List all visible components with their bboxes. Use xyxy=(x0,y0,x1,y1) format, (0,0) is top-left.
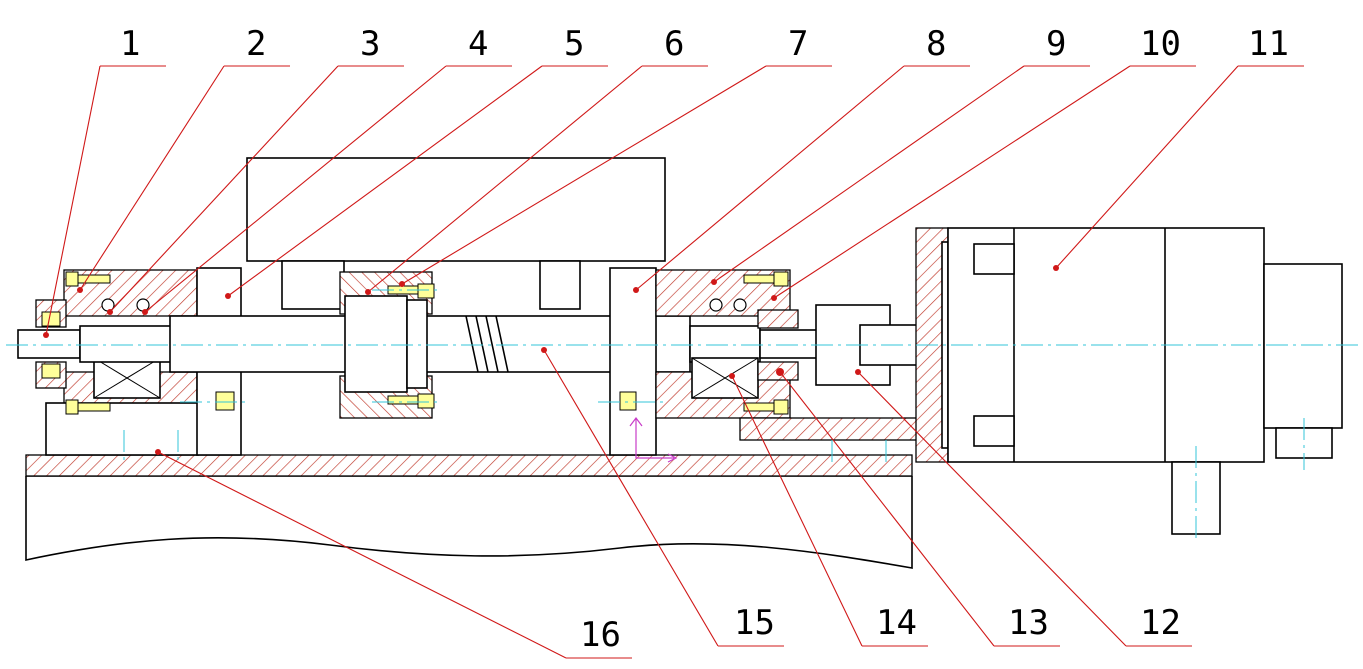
right-upper-screw-shank xyxy=(743,274,775,284)
right-lower-screw xyxy=(773,399,789,415)
part-label-1: 1 xyxy=(120,24,140,64)
part-label-14: 14 xyxy=(876,603,917,643)
part-label-8: 8 xyxy=(926,24,946,64)
left-lower-screw xyxy=(65,399,79,415)
right-seat-screw xyxy=(619,391,637,411)
part-label-7: 7 xyxy=(788,24,808,64)
left-upper-screw xyxy=(65,271,79,287)
part-label-9: 9 xyxy=(1046,24,1066,64)
part-label-2: 2 xyxy=(246,24,266,64)
part-label-6: 6 xyxy=(664,24,684,64)
ball-screw-shaft-15 xyxy=(17,315,821,373)
part-label-5: 5 xyxy=(564,24,584,64)
part-label-11: 11 xyxy=(1248,24,1289,64)
left-lock-nut-lower xyxy=(41,363,61,379)
leader-dots xyxy=(43,265,1059,455)
nut-lower-screw xyxy=(417,393,435,409)
part-label-3: 3 xyxy=(360,24,380,64)
part-label-4: 4 xyxy=(468,24,488,64)
left-seat-screw xyxy=(215,391,235,411)
part-label-15: 15 xyxy=(734,603,775,643)
part-label-13: 13 xyxy=(1008,603,1049,643)
right-bearing-seat xyxy=(609,267,921,456)
worktable xyxy=(246,157,666,310)
left-lock-nut xyxy=(41,311,61,327)
left-upper-screw-shank xyxy=(77,274,111,284)
nut-lower-screw-shank xyxy=(387,395,419,405)
nut-upper-screw xyxy=(417,283,435,299)
part-label-16: 16 xyxy=(580,615,621,655)
right-upper-screw xyxy=(773,271,789,287)
left-lower-screw-shank xyxy=(77,402,111,412)
right-lower-screw-shank xyxy=(743,402,775,412)
base-plate-16 xyxy=(25,454,913,477)
leader-lines xyxy=(45,65,1304,659)
part-label-12: 12 xyxy=(1140,603,1181,643)
part-label-10: 10 xyxy=(1140,24,1181,64)
section-mark xyxy=(629,417,678,463)
machine-bed xyxy=(25,475,913,569)
servo-motor-11 xyxy=(915,227,1343,535)
